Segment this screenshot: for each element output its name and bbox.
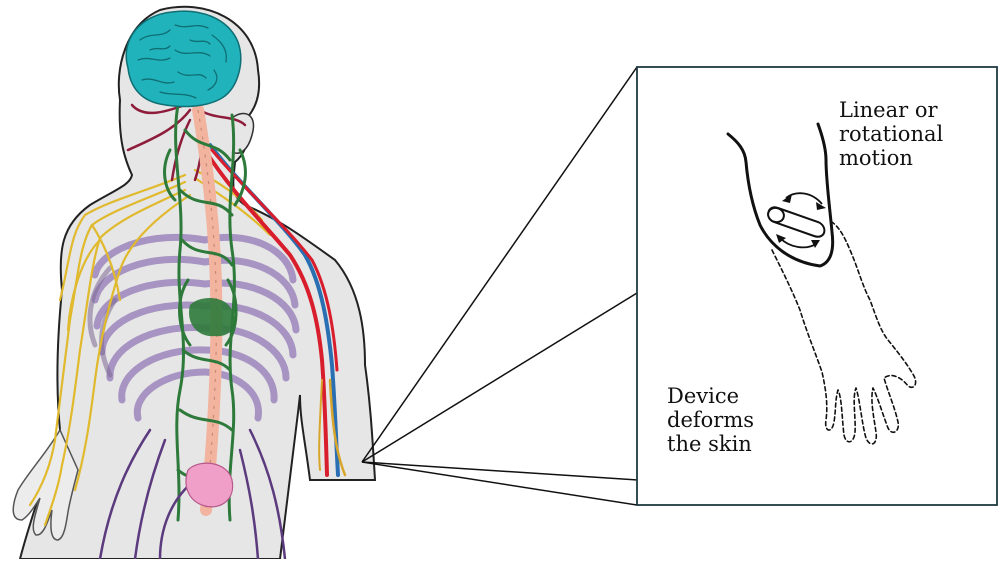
device-label: Device deforms the skin <box>667 384 754 456</box>
brain <box>126 11 240 106</box>
human-nervous-system-illustration <box>13 7 375 559</box>
motion-label: Linear or rotational motion <box>839 98 943 170</box>
zoom-lines <box>362 67 637 505</box>
